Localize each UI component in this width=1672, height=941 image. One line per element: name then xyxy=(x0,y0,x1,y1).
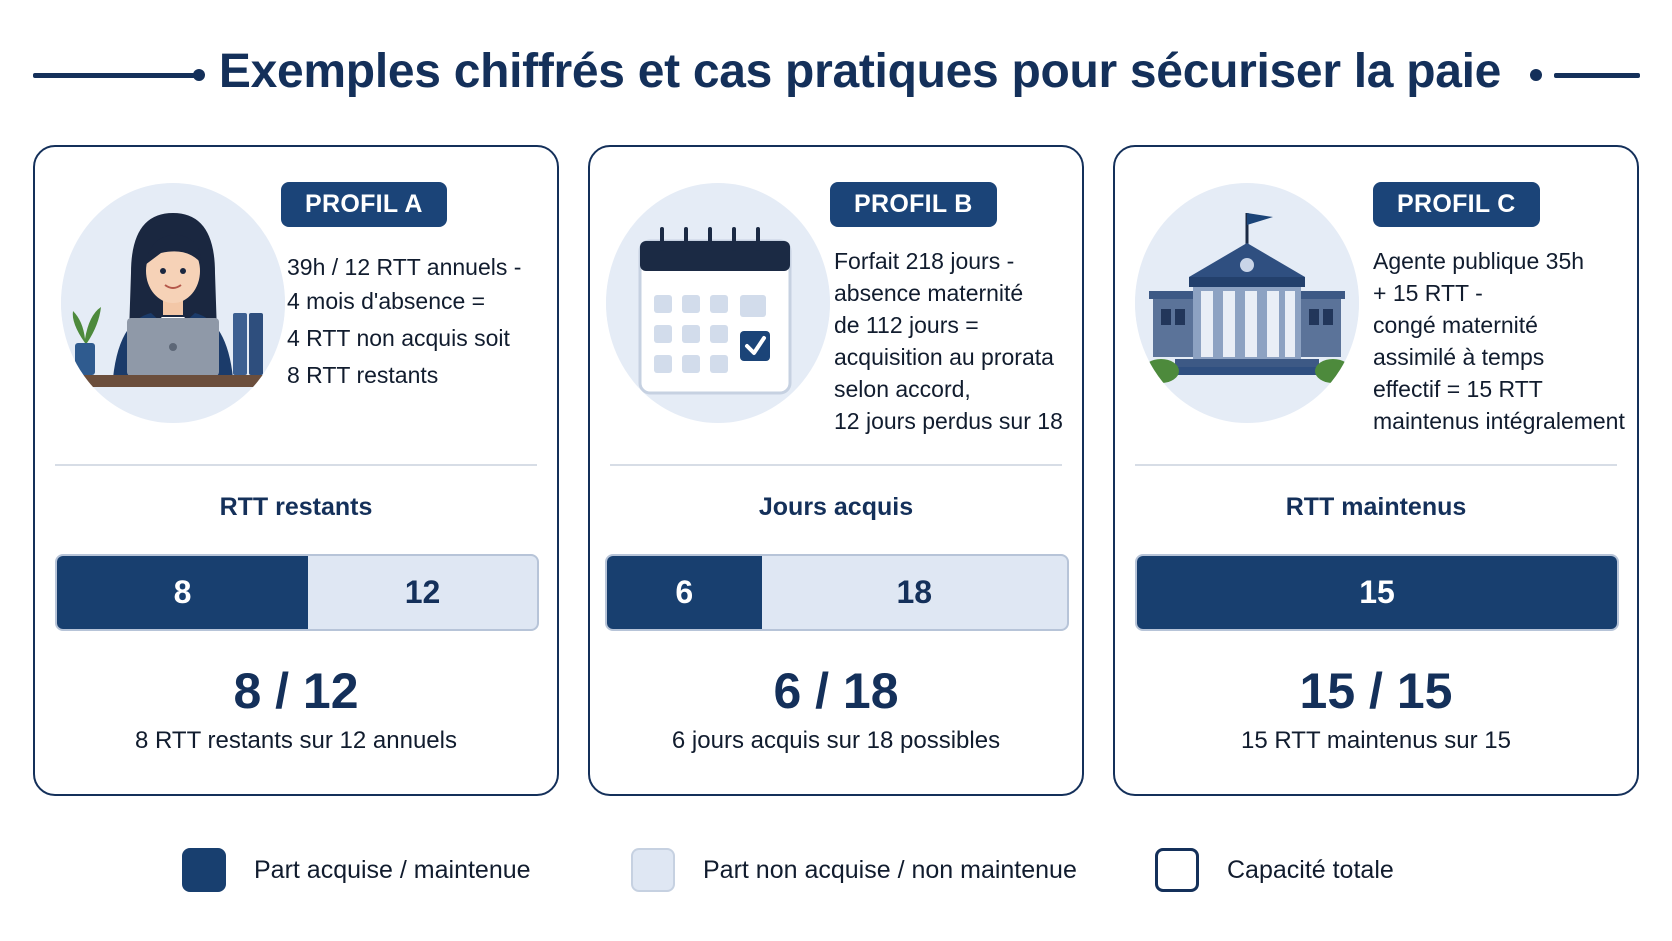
description-line: absence maternité xyxy=(834,280,1024,306)
profile-description: Forfait 218 jours - absence maternité de… xyxy=(834,245,1094,437)
description-line: 8 RTT restants xyxy=(287,362,439,388)
description-line: + 15 RTT - xyxy=(1373,280,1483,306)
title-bar: Exemples chiffrés et cas pratiques pour … xyxy=(0,40,1672,110)
profile-card-b: PROFIL B Forfait 218 jours - absence mat… xyxy=(588,145,1084,796)
bar-acquired-segment xyxy=(607,556,762,629)
calendar-check-icon xyxy=(606,183,830,423)
ratio-caption: 6 jours acquis sur 18 possibles xyxy=(671,727,1001,754)
bar-acquired-segment xyxy=(57,556,309,629)
legend-swatch-not-acquired xyxy=(631,848,675,892)
description-line: assimilé à temps xyxy=(1373,344,1545,370)
description-line: Forfait 218 jours - xyxy=(834,248,1015,274)
legend-label: Part non acquise / non maintenue xyxy=(703,856,1077,884)
description-line: congé maternité xyxy=(1373,312,1538,338)
profile-badge: PROFIL B xyxy=(830,182,997,227)
description-line: 4 mois d'absence = xyxy=(287,288,486,314)
progress-bar: 8 12 xyxy=(55,554,539,631)
ratio-caption: 8 RTT restants sur 12 annuels xyxy=(135,727,457,754)
description-line: 39h / 12 RTT annuels - xyxy=(287,254,522,280)
bar-total-label: 12 xyxy=(404,574,441,610)
card-divider xyxy=(55,464,537,466)
page-title: Exemples chiffrés et cas pratiques pour … xyxy=(218,45,1502,98)
progress-bar: 15 xyxy=(1135,554,1619,631)
ratio-value: 8 / 12 xyxy=(233,663,359,719)
office-worker-laptop-icon xyxy=(61,183,285,423)
profile-badge: PROFIL A xyxy=(281,182,447,227)
bar-acquired-label: 8 xyxy=(173,574,192,610)
progress-bar: 6 18 xyxy=(605,554,1069,631)
description-line: maintenus intégralement xyxy=(1373,408,1625,434)
title-dot-left xyxy=(193,69,205,81)
description-line: de 112 jours = xyxy=(834,312,979,338)
metric-title: RTT restants xyxy=(219,493,373,521)
card-divider xyxy=(610,464,1062,466)
legend-swatch-acquired xyxy=(182,848,226,892)
legend-swatch-capacity xyxy=(1155,848,1199,892)
description-line: selon accord, xyxy=(834,376,971,402)
profile-description: Agente publique 35h + 15 RTT - congé mat… xyxy=(1373,245,1633,437)
bar-acquired-segment xyxy=(1137,556,1617,629)
legend-label: Capacité totale xyxy=(1227,856,1394,884)
description-line: 12 jours perdus sur 18 xyxy=(834,408,1063,434)
title-rule-right xyxy=(1554,73,1640,78)
public-building-icon xyxy=(1135,183,1359,423)
title-rule-left xyxy=(33,73,196,78)
profile-badge: PROFIL C xyxy=(1373,182,1540,227)
ratio-value: 6 / 18 xyxy=(773,663,899,719)
profile-description: 39h / 12 RTT annuels - 4 mois d'absence … xyxy=(287,251,547,394)
legend-label: Part acquise / maintenue xyxy=(254,856,531,884)
ratio-caption: 15 RTT maintenus sur 15 xyxy=(1241,727,1511,754)
description-line: 4 RTT non acquis soit xyxy=(287,325,510,351)
bar-acquired-label: 15 xyxy=(1359,574,1395,610)
description-line: Agente publique 35h xyxy=(1373,248,1585,274)
metric-title: Jours acquis xyxy=(758,493,914,521)
description-line: acquisition au prorata xyxy=(834,344,1054,370)
metric-title: RTT maintenus xyxy=(1285,493,1467,521)
bar-acquired-label: 6 xyxy=(675,574,694,610)
profile-card-a: PROFIL A 39h / 12 RTT annuels - 4 mois d… xyxy=(33,145,559,796)
description-line: effectif = 15 RTT xyxy=(1373,376,1543,402)
bar-total-label: 18 xyxy=(896,574,933,610)
ratio-value: 15 / 15 xyxy=(1299,663,1453,719)
title-dot-right xyxy=(1530,69,1542,81)
card-divider xyxy=(1135,464,1617,466)
profile-card-c: PROFIL C Agente publique 35h + 15 RTT - … xyxy=(1113,145,1639,796)
